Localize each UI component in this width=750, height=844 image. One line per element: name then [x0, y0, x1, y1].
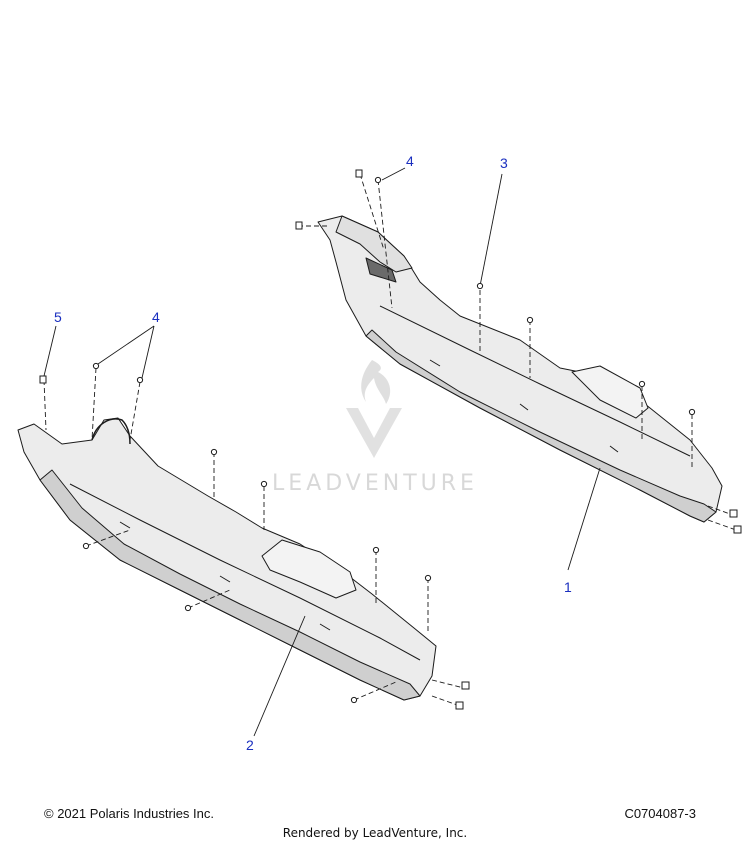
leader-line-5 [43, 325, 57, 377]
leader-line-3 [479, 173, 503, 287]
part-code: C0704087-3 [624, 806, 696, 821]
screw-icon [136, 376, 144, 384]
leader-line-4b-2 [141, 325, 155, 379]
clip-nut-icon [355, 169, 363, 178]
fasteners [39, 169, 742, 710]
watermark: LEADVENTURE [272, 360, 478, 496]
watermark-text: LEADVENTURE [272, 471, 478, 496]
watermark-flame-icon [361, 360, 391, 404]
screw-icon [260, 480, 268, 488]
screw-icon [424, 574, 432, 582]
screw-icon [92, 362, 100, 370]
screw-icon [350, 696, 358, 704]
clip-nut-icon [733, 525, 742, 534]
fastener-paths [43, 173, 737, 707]
callout-3[interactable]: 3 [500, 155, 508, 171]
callout-1[interactable]: 1 [564, 579, 572, 595]
screw-icon [688, 408, 696, 416]
screw-icon [476, 282, 484, 290]
rocker-panel-right-raised-step [571, 365, 649, 419]
leader-line-2 [253, 615, 306, 737]
rocker-panel-right-top-flange [335, 215, 413, 273]
leader-lines [43, 167, 601, 737]
rocker-panel-right-shade [365, 329, 717, 523]
clip-nut-icon [39, 375, 47, 384]
leader-line-4b-1 [97, 325, 155, 365]
screw-icon [184, 604, 192, 612]
callout-4[interactable]: 4 [406, 153, 414, 169]
screw-icon [82, 542, 90, 550]
rocker-panel-right [317, 215, 723, 523]
rocker-panel-left [17, 417, 437, 701]
screw-icon [372, 546, 380, 554]
rocker-panel-left-shade [39, 469, 421, 701]
clip-nut-icon [461, 681, 470, 690]
clip-nut-icon [455, 701, 464, 710]
copyright-text: © 2021 Polaris Industries Inc. [44, 806, 214, 821]
rendered-by-text: Rendered by LeadVenture, Inc. [282, 826, 468, 840]
watermark-v-icon [346, 408, 402, 458]
rocker-panel-left-arch [91, 418, 131, 445]
callout-5[interactable]: 5 [54, 309, 62, 325]
screw-icon [210, 448, 218, 456]
callout-2[interactable]: 2 [246, 737, 254, 753]
callout-4[interactable]: 4 [152, 309, 160, 325]
leader-line-1 [567, 467, 601, 571]
screw-icon [374, 176, 382, 184]
clip-nut-icon [729, 509, 738, 518]
callouts: 1 2 3 4 4 5 [54, 153, 572, 753]
screw-icon [638, 380, 646, 388]
clip-nut-icon [295, 221, 303, 230]
rocker-panel-left-raised-step [261, 539, 357, 599]
rocker-panel-left-body [17, 417, 437, 701]
leader-line-4a [381, 167, 406, 181]
screw-icon [526, 316, 534, 324]
